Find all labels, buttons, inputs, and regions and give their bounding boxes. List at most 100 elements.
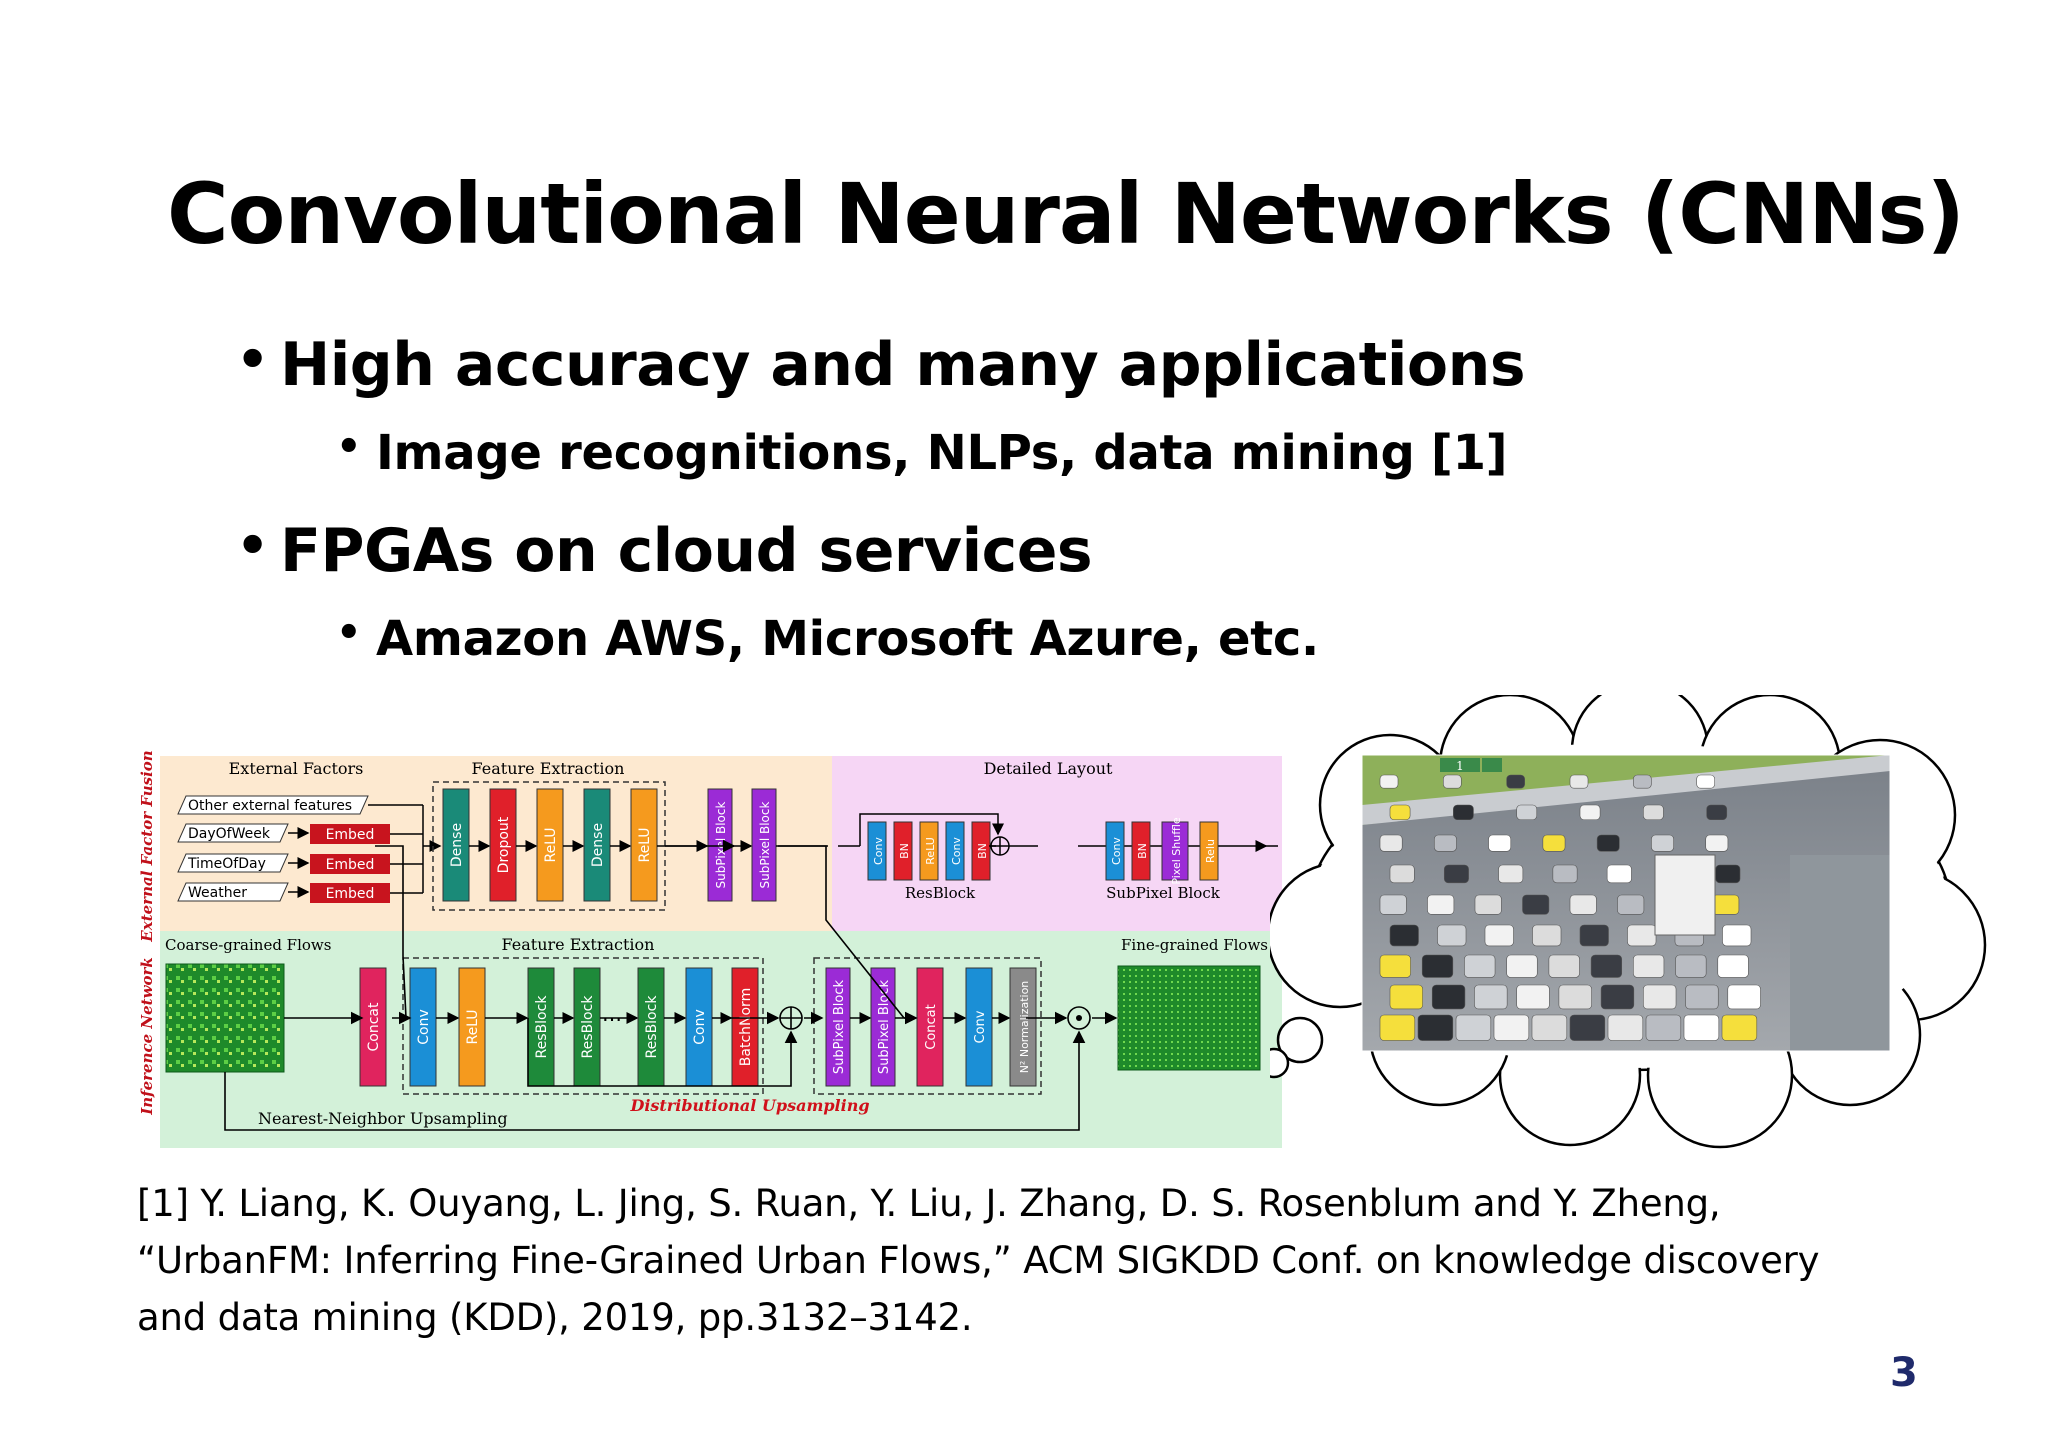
fine-flows-label: Fine-grained Flows — [1121, 936, 1268, 954]
car — [1552, 864, 1578, 884]
input-label: Weather — [188, 885, 247, 901]
inference-feature-extraction-title: Feature Extraction — [502, 935, 655, 954]
car — [1443, 864, 1469, 884]
car-grid — [1379, 774, 1761, 1041]
resblock-layer-3: Conv — [945, 821, 965, 881]
car — [1645, 1014, 1682, 1041]
top-layer-6-label: SubPixel Block — [758, 802, 772, 889]
car — [1600, 984, 1635, 1010]
bullet-applications: • Image recognitions, NLPs, data mining … — [336, 424, 1508, 483]
car — [1506, 954, 1538, 978]
upsample-layer-4-label: N² Normalization — [1018, 981, 1031, 1074]
traffic-photo: 1 — [1362, 755, 1890, 1051]
detailed-layout-title: Detailed Layout — [984, 759, 1113, 778]
car — [1379, 954, 1411, 978]
car — [1498, 864, 1524, 884]
car — [1433, 834, 1457, 852]
top-layer-3: Dense — [583, 788, 611, 902]
car — [1705, 834, 1729, 852]
top-layer-2: ReLU — [536, 788, 564, 902]
subpixel-layer-3-label: Relu — [1204, 839, 1217, 863]
input-label: TimeOfDay — [187, 856, 266, 872]
upsample-layer-0-label: SubPixel Block — [832, 979, 847, 1074]
car — [1643, 804, 1664, 821]
embed-label: Embed — [326, 857, 375, 873]
car — [1675, 954, 1707, 978]
reference-line: [1] Y. Liang, K. Ouyang, L. Jing, S. Rua… — [137, 1182, 1721, 1225]
car — [1643, 984, 1677, 1010]
car — [1569, 894, 1597, 915]
bottom-layer-1-label: Conv — [416, 1009, 432, 1045]
car — [1389, 864, 1415, 884]
car — [1389, 984, 1424, 1010]
input-label: DayOfWeek — [188, 826, 271, 842]
car — [1607, 1014, 1644, 1041]
bullet-dot: • — [336, 424, 362, 470]
photo-frame — [1361, 754, 1891, 1052]
car — [1516, 984, 1550, 1010]
dot-symbol-icon — [1076, 1015, 1082, 1021]
top-layer-5-label: SubPixel Block — [714, 802, 728, 889]
car — [1389, 804, 1411, 821]
car — [1389, 924, 1419, 947]
subpixel-layer-0: Conv — [1105, 821, 1125, 881]
resblock-layer-0-label: Conv — [872, 837, 885, 865]
bullet-dot: • — [236, 516, 269, 576]
resblock-layer-4: BN — [971, 821, 991, 881]
coarse-flows-label: Coarse-grained Flows — [165, 936, 331, 954]
car — [1417, 1014, 1454, 1041]
car — [1379, 834, 1403, 852]
subpixel-layer-2-label: Pixel Shuffle — [1170, 817, 1183, 885]
reference-citation: [1] Y. Liang, K. Ouyang, L. Jing, S. Rua… — [137, 1175, 1937, 1346]
car — [1493, 1014, 1530, 1041]
car — [1453, 804, 1474, 821]
input-3: Weather Embed — [177, 882, 423, 903]
bottom-layer-5-label: ResBlock — [644, 995, 660, 1059]
inference-feature-box — [402, 957, 764, 1095]
bottom-layer-5: ResBlock — [637, 967, 665, 1087]
reference-line: “UrbanFM: Inferring Fine-Grained Urban F… — [137, 1239, 1820, 1282]
bottom-layer-3-label: ResBlock — [534, 995, 550, 1059]
car — [1590, 954, 1623, 978]
car — [1474, 984, 1508, 1010]
bullet-cloud-providers: • Amazon AWS, Microsoft Azure, etc. — [336, 610, 1319, 669]
upsample-layer-2: Concat — [916, 967, 944, 1087]
urbanfm-architecture-diagram: External Factor Fusion Inference Network… — [138, 746, 1283, 1148]
car — [1455, 1014, 1492, 1041]
truck — [1654, 854, 1716, 936]
upsample-layer-0: SubPixel Block — [825, 967, 851, 1087]
top-layer-4: ReLU — [630, 788, 658, 902]
car — [1437, 924, 1467, 947]
subpixel-layer-1: BN — [1131, 821, 1151, 881]
top-layer-0: Dense — [442, 788, 470, 902]
car — [1617, 894, 1645, 915]
car — [1712, 894, 1740, 915]
thought-bubble-large — [1276, 1016, 1324, 1064]
car — [1558, 984, 1592, 1010]
feature-extraction-title: Feature Extraction — [472, 759, 625, 778]
bottom-layer-6-label: Conv — [692, 1009, 708, 1045]
top-layer-3-label: Dense — [590, 823, 606, 867]
car — [1596, 834, 1620, 852]
upsample-layer-1-label: SubPixel Block — [877, 979, 892, 1074]
traffic-thought-cloud: 1 — [1258, 680, 1990, 1155]
bottom-layer-2: ReLU — [458, 967, 486, 1087]
car — [1722, 924, 1752, 947]
car — [1717, 954, 1749, 978]
ellipsis-icon: ⋯ — [602, 1007, 622, 1031]
reference-line: and data mining (KDD), 2019, pp.3132–314… — [137, 1296, 973, 1339]
embed-label: Embed — [326, 886, 375, 902]
upsample-layer-3-label: Conv — [973, 1010, 988, 1043]
top-layer-4-label: ReLU — [637, 827, 653, 862]
external-factors-title: External Factors — [229, 759, 364, 778]
bottom-layer-1: Conv — [409, 967, 437, 1087]
car — [1633, 954, 1665, 978]
upsample-layer-1: SubPixel Block — [870, 967, 896, 1087]
top-layer-1: Dropout — [489, 788, 517, 902]
car — [1696, 774, 1715, 789]
car — [1685, 984, 1719, 1010]
car — [1706, 804, 1728, 821]
car — [1379, 1014, 1416, 1041]
